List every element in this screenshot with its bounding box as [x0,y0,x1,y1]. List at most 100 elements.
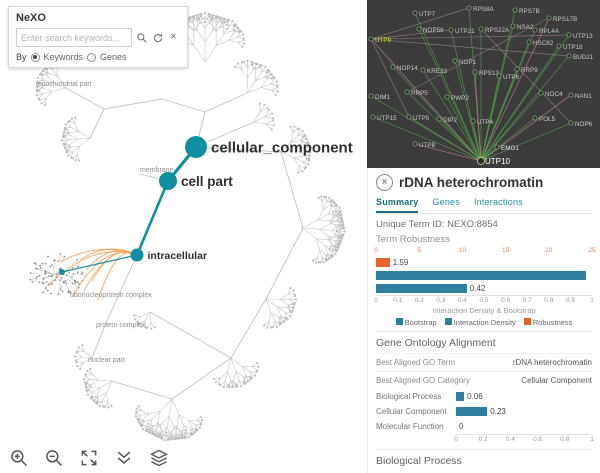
close-icon[interactable]: × [376,174,393,191]
gene-label[interactable]: NSA2 [517,24,534,31]
zoom-in-button[interactable] [8,447,30,469]
gene-label[interactable]: EMG1 [501,145,519,152]
gene-node[interactable] [412,141,418,147]
gene-node[interactable] [390,64,396,70]
gene-node[interactable] [470,118,476,124]
gene-label[interactable]: RPS13 [479,70,499,77]
gene-node[interactable] [568,92,574,98]
gene-label[interactable]: RPS7B [519,8,540,15]
tree-small-label[interactable]: nuclear part [88,357,125,364]
gene-node[interactable] [526,39,532,45]
tree-small-label[interactable]: mitochondrial part [36,81,92,88]
gene-label[interactable]: PWP2 [451,95,469,102]
gene-label[interactable]: RPS17B [553,16,577,23]
search-input[interactable] [16,28,132,47]
gene-node[interactable] [510,23,516,29]
gene-label[interactable]: NOP1 [459,59,477,66]
term-node[interactable] [130,248,144,262]
term-node-label[interactable]: intracellular [148,250,208,262]
gene-label[interactable]: UTP9 [375,37,392,44]
gene-label[interactable]: NOP6 [575,121,593,128]
reset-icon[interactable] [151,31,164,44]
gene-label[interactable]: NOC4 [545,91,563,98]
gene-node[interactable] [466,5,472,11]
gene-node[interactable] [477,157,485,165]
gene-label[interactable]: UTP8 [419,142,436,149]
gene-node[interactable] [496,73,502,79]
gene-label[interactable]: UTP18 [563,44,583,51]
gene-label[interactable]: UTP10 [485,157,510,166]
tree-small-label[interactable]: ribonucleoprotein complex [70,292,152,299]
gene-label[interactable]: RRP9 [521,67,538,74]
radio-genes-label[interactable]: Genes [100,52,127,62]
gene-node[interactable] [568,120,574,126]
collapse-tree-button[interactable] [113,447,135,469]
tree-small-label[interactable]: protein complex [96,322,146,329]
gene-label[interactable]: RRP5 [411,90,428,97]
gene-node[interactable] [478,26,484,32]
gene-node[interactable] [566,53,572,59]
gene-node[interactable] [368,93,374,99]
term-node-label[interactable]: cellular_component [211,139,353,156]
gene-node[interactable] [566,32,572,38]
gene-label[interactable]: UTP13 [573,33,593,40]
layers-button[interactable] [148,447,170,469]
radio-keywords[interactable] [30,52,40,62]
gene-label[interactable]: RPL4A [539,28,560,35]
zoom-out-button[interactable] [43,447,65,469]
gene-node[interactable] [538,90,544,96]
gene-label[interactable]: UTP5 [413,115,430,122]
term-node-label[interactable]: cell part [181,174,233,189]
gene-node[interactable] [412,10,418,16]
clear-icon[interactable]: × [170,31,177,43]
search-icon[interactable] [135,31,148,44]
gene-node[interactable] [494,144,500,150]
gene-label[interactable]: UTP15 [377,115,397,122]
gene-label[interactable]: UTP7 [419,11,436,18]
tab-genes[interactable]: Genes [432,197,460,207]
gene-node[interactable] [514,66,520,72]
fit-screen-button[interactable] [78,447,100,469]
gene-label[interactable]: RPS8A [473,6,494,13]
gene-node[interactable] [420,67,426,73]
gene-label[interactable]: UTP21 [455,28,475,35]
gene-label[interactable]: UTP6 [503,74,520,81]
gene-label[interactable]: NOP14 [397,65,418,72]
gene-node[interactable] [404,89,410,95]
gene-node[interactable] [472,69,478,75]
gene-node[interactable] [556,43,562,49]
tree-small-label[interactable]: membrane [140,167,174,174]
gene-label[interactable]: POL5 [539,116,556,123]
tab-interactions[interactable]: Interactions [473,197,523,207]
gene-label[interactable]: RPS22A [485,27,510,34]
selected-term-node[interactable] [59,269,65,275]
subnetwork-panel[interactable]: UTP7 RPS8A RPS7B RPS17B NOP56 UTP21 RPS22A NSA2… [367,0,600,168]
gene-label[interactable]: BUD21 [573,54,594,61]
gene-label[interactable]: KRE33 [427,68,447,75]
term-node[interactable] [159,172,177,190]
gene-node[interactable] [532,115,538,121]
radio-genes[interactable] [87,52,97,62]
gene-label[interactable]: NOP56 [423,27,444,34]
gene-label[interactable]: HSC82 [533,40,554,47]
term-node[interactable] [185,136,207,158]
gene-label[interactable]: DIM1 [375,94,391,101]
gene-node[interactable] [452,58,458,64]
gene-node[interactable] [444,94,450,100]
gene-label[interactable]: UTP4 [477,119,494,126]
gene-label[interactable]: DIP2 [443,117,457,124]
gene-label[interactable]: NAN1 [575,93,592,100]
gene-node[interactable] [532,27,538,33]
gene-node[interactable] [448,27,454,33]
tab-summary[interactable]: Summary [376,194,419,213]
gene-node[interactable] [416,26,422,32]
gene-node[interactable] [546,15,552,21]
gene-node[interactable] [512,7,518,13]
gene-node[interactable] [436,116,442,122]
gene-node[interactable] [370,114,376,120]
radio-keywords-label[interactable]: Keywords [43,52,84,62]
gene-node[interactable] [406,114,412,120]
gene-node[interactable] [368,36,374,42]
